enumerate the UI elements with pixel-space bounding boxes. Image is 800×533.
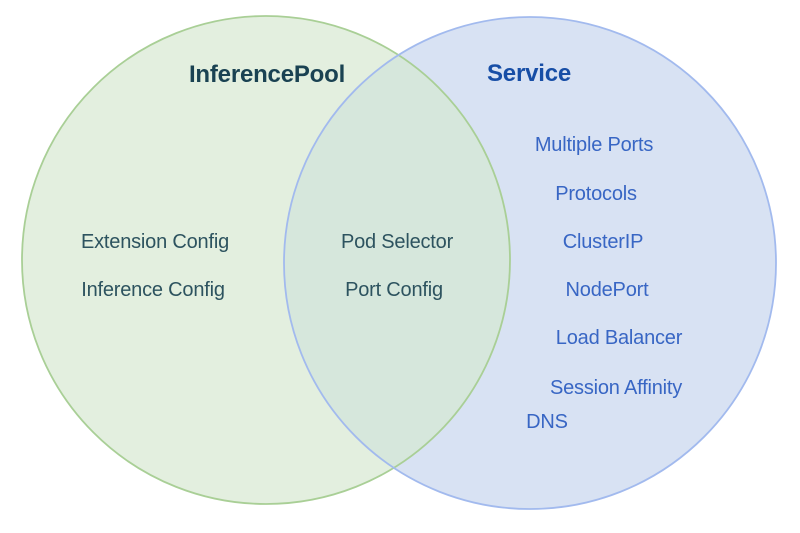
item-nodeport: NodePort [565, 279, 649, 301]
item-port-config: Port Config [345, 279, 443, 301]
item-clusterip: ClusterIP [562, 231, 644, 253]
item-protocols: Protocols [555, 183, 637, 205]
inferencepool-circle-border [21, 15, 511, 505]
inferencepool-title: InferencePool [188, 61, 346, 88]
item-dns: DNS [526, 411, 568, 433]
item-load-balancer: Load Balancer [555, 327, 683, 349]
item-session-affinity: Session Affinity [549, 377, 683, 399]
item-extension-config: Extension Config [80, 231, 230, 253]
overlap-region [284, 17, 510, 504]
item-pod-selector: Pod Selector [340, 231, 454, 253]
item-inference-config: Inference Config [81, 279, 225, 301]
service-title: Service [486, 60, 572, 87]
item-multiple-ports: Multiple Ports [534, 134, 654, 156]
service-circle-border [283, 16, 777, 510]
